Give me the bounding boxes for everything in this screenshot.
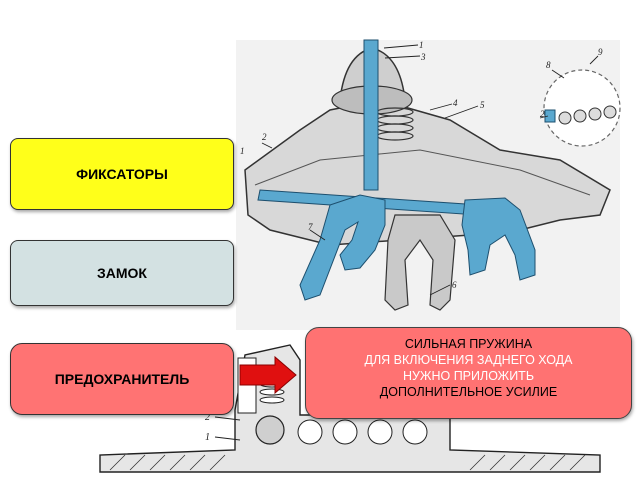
detent-plunger <box>544 109 556 123</box>
label-9: 9 <box>598 47 603 57</box>
section-lock-ball <box>255 415 285 445</box>
section-rods <box>297 419 428 445</box>
callout-line-3: НУЖНО ПРИЛОЖИТЬ <box>402 369 535 383</box>
label-1-top: 1 <box>419 40 424 50</box>
label-2-left: 2 <box>262 132 267 142</box>
callout-line-1: СИЛЬНАЯ ПРУЖИНА <box>404 337 533 351</box>
label-7: 7 <box>308 222 313 232</box>
label-1-left: 1 <box>240 146 245 156</box>
housing-edge-line <box>254 149 591 196</box>
leader-lines <box>261 44 599 296</box>
zamok-button[interactable]: ЗАМОК <box>10 240 234 306</box>
red-arrow <box>239 355 297 395</box>
fiksatory-label: ФИКСАТОРЫ <box>76 166 168 182</box>
callout-line-4: ДОПОЛНИТЕЛЬНОЕ УСИЛИЕ <box>379 385 558 399</box>
label-4: 4 <box>453 98 458 108</box>
section-label-1: 1 <box>205 432 210 443</box>
shift-fork-right <box>461 197 536 281</box>
label-6: 6 <box>452 280 457 290</box>
label-8: 8 <box>546 60 551 70</box>
zamok-label: ЗАМОК <box>97 265 147 281</box>
fiksatory-button[interactable]: ФИКСАТОРЫ <box>10 138 234 210</box>
strong-spring-callout: СИЛЬНАЯ ПРУЖИНА ДЛЯ ВКЛЮЧЕНИЯ ЗАДНЕГО ХО… <box>305 327 632 419</box>
section-housing <box>99 344 601 473</box>
section-hatching <box>109 454 586 471</box>
label-5: 5 <box>480 100 485 110</box>
gear-lever <box>363 39 379 191</box>
label-2-right: 2 <box>540 109 545 119</box>
section-leaders <box>214 416 241 441</box>
callout-line-2: ДЛЯ ВКЛЮЧЕНИЯ ЗАДНЕГО ХОДА <box>364 353 573 367</box>
detent-balls <box>558 105 617 125</box>
predohranitel-label: ПРЕДОХРАНИТЕЛЬ <box>54 371 190 387</box>
predohranitel-button[interactable]: ПРЕДОХРАНИТЕЛЬ <box>10 343 234 415</box>
section-label-2: 2 <box>205 412 210 423</box>
label-3: 3 <box>420 52 426 62</box>
shift-fork-middle <box>384 214 456 311</box>
detent-inset-circle <box>543 69 621 147</box>
shift-fork-left <box>299 194 386 301</box>
